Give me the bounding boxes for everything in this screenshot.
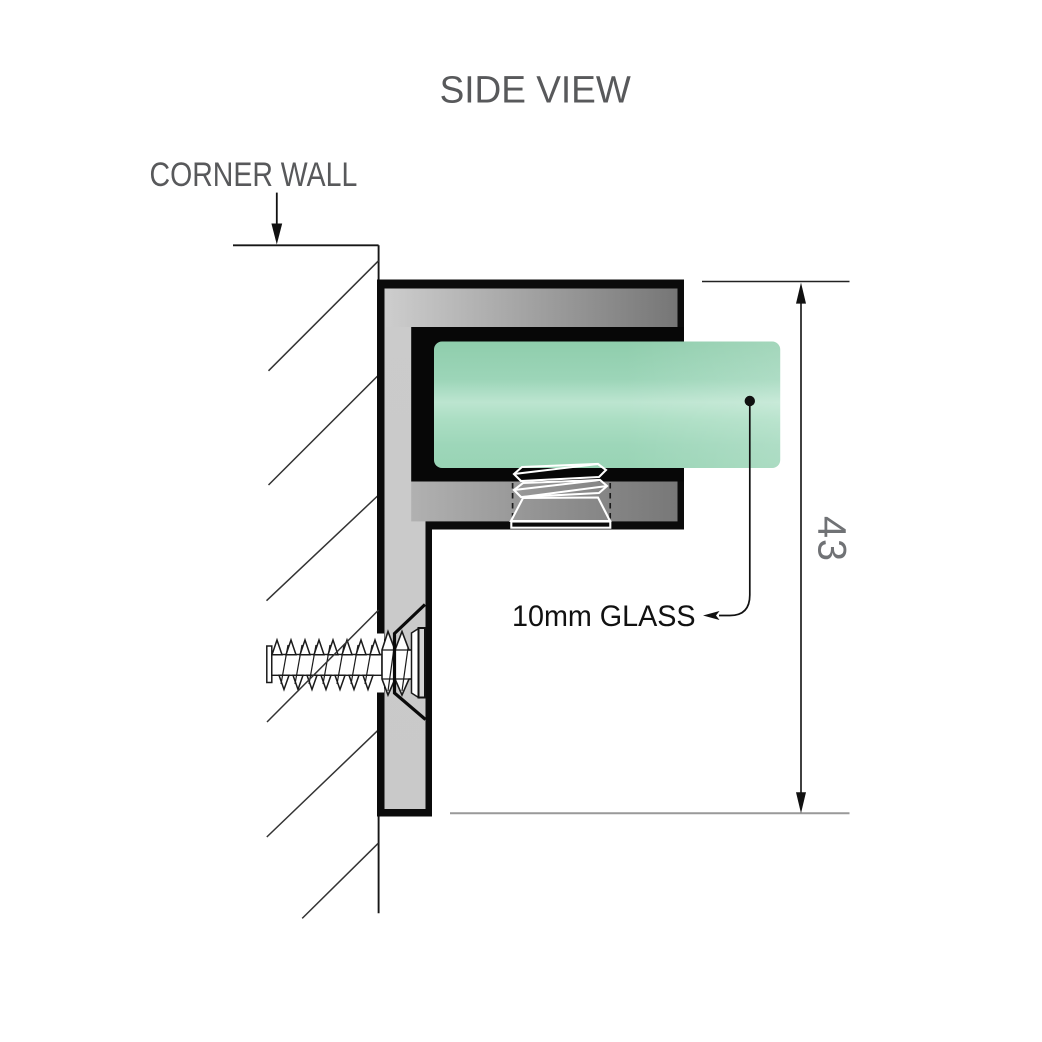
svg-text:SIDE VIEW: SIDE VIEW xyxy=(440,70,631,112)
svg-text:CORNER WALL: CORNER WALL xyxy=(150,156,358,194)
svg-text:43: 43 xyxy=(809,516,853,562)
svg-text:10mm GLASS: 10mm GLASS xyxy=(512,600,696,633)
